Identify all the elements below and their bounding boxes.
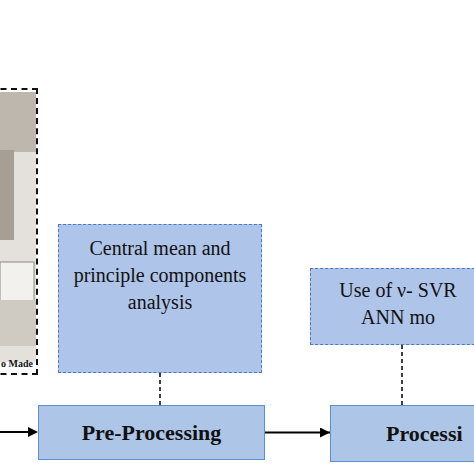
photo-device <box>0 262 34 302</box>
photo-person <box>0 150 14 240</box>
process-box: Processi <box>330 405 474 462</box>
photo-background <box>0 92 36 362</box>
method-note-box: Use of ν- SVR ANN mo <box>310 268 474 345</box>
node-label: Processi <box>386 421 463 447</box>
node-label: Pre-Processing <box>82 420 222 446</box>
photo-frame: o Made <box>0 88 38 375</box>
incoming-arrow <box>0 431 30 433</box>
node-label: o Made <box>1 358 33 369</box>
dashed-connector <box>159 373 161 405</box>
photo-table <box>0 300 36 346</box>
node-label: Use of ν- SVR ANN mo <box>329 277 467 331</box>
photo-wall <box>0 92 36 152</box>
process-box: Pre-Processing <box>38 405 265 460</box>
flow-arrow <box>265 432 330 434</box>
incoming-arrowhead <box>28 427 38 437</box>
method-note-box: Central mean and principle components an… <box>58 224 262 373</box>
node-label: Central mean and principle components an… <box>65 235 255 316</box>
dashed-connector <box>401 345 403 405</box>
